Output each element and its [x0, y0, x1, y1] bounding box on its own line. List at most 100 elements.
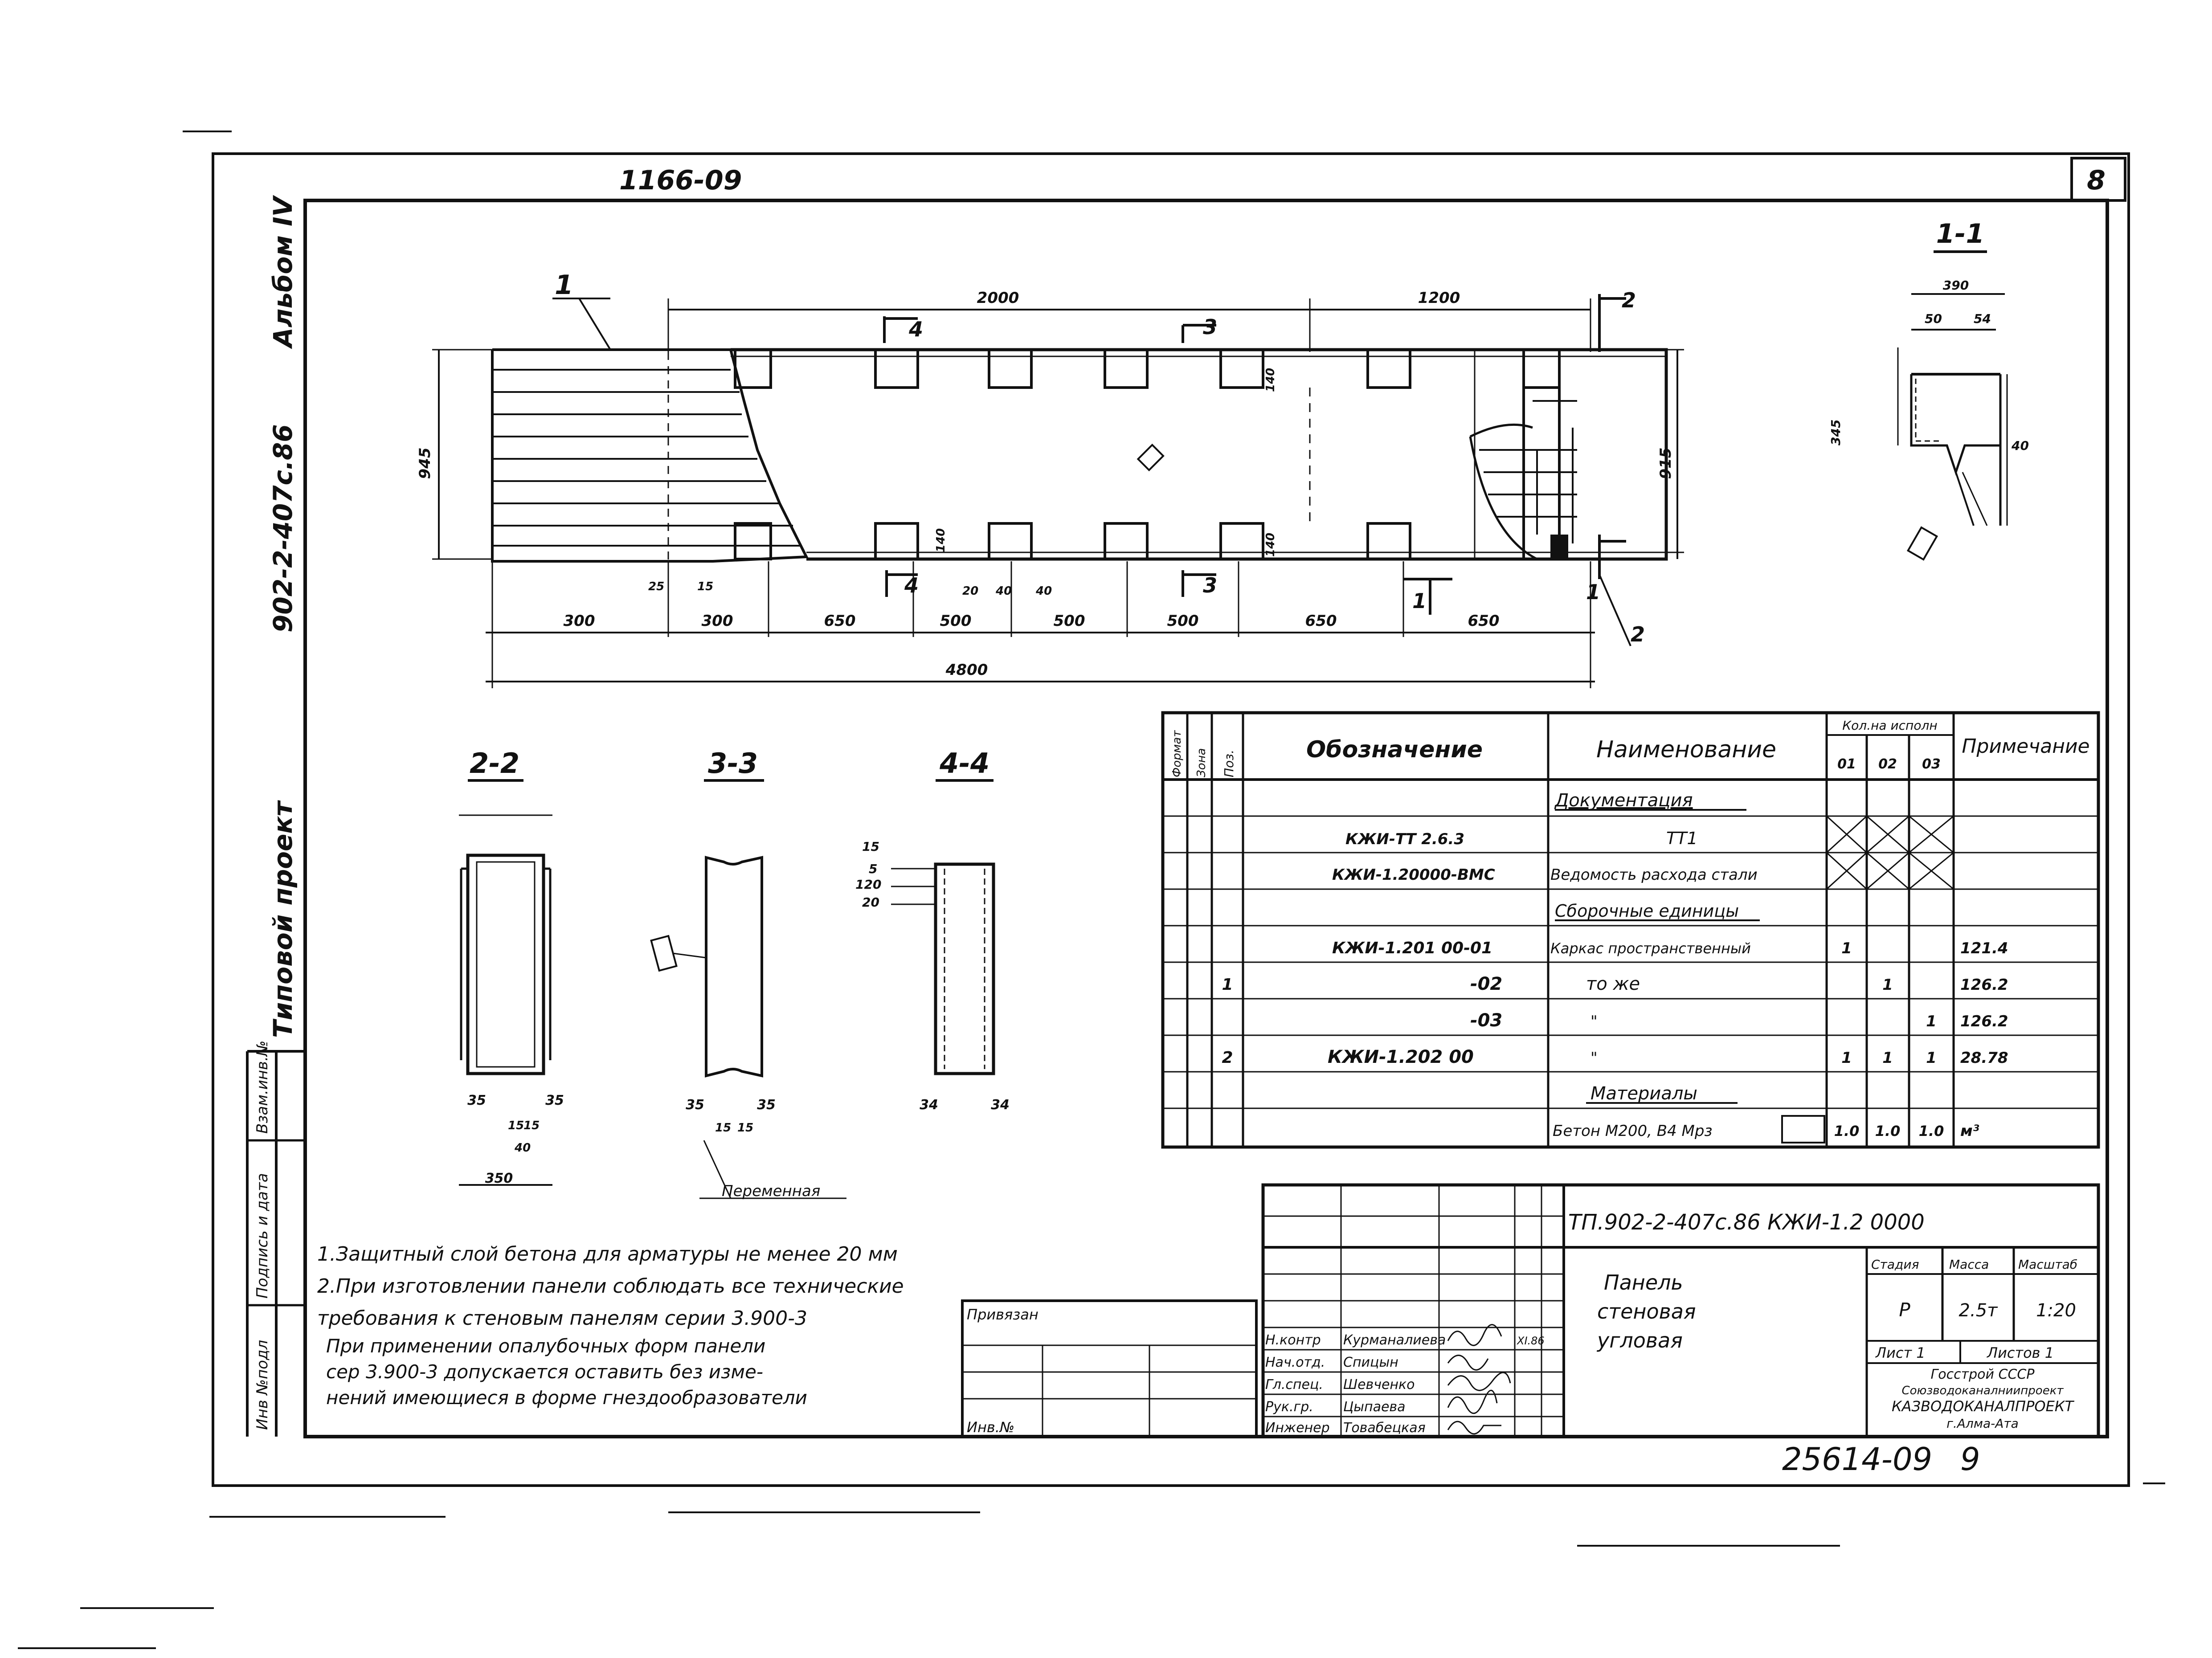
spec-row-3: Сборочные единицы [1555, 901, 1760, 921]
s22-dim-40: 40 [514, 1141, 531, 1155]
side-stamp: Инв №подл Подпись и дата Взам.инв.№ Типо… [246, 195, 305, 1437]
spec-row-designation: -03 [1470, 1010, 1502, 1031]
spec-row-note: 126.2 [1960, 976, 2008, 994]
spec-row-8: Материалы [1586, 1083, 1738, 1104]
signature-scribble-3 [1447, 1372, 1511, 1391]
dim-small-8: 140 [934, 528, 948, 552]
top-nests [734, 348, 1561, 389]
spec-row-name: то же [1586, 974, 1640, 994]
spec-row-9: Бетон М200, В4 Мрз 1.0 1.0 1.0 м³ [1553, 1115, 1979, 1143]
spec-header-qty-01: 01 [1837, 756, 1856, 772]
sheet-number-box [2070, 157, 2126, 202]
role-5: Инженер [1265, 1420, 1330, 1436]
album-code: 902-2-407с.86 [268, 424, 298, 633]
panel-elevation: 2000 1200 945 915 300 300 650 500 500 50… [416, 270, 1684, 688]
dim-bottom-1: 300 [564, 612, 595, 630]
spec-row-note: 126.2 [1960, 1013, 2008, 1030]
dim-small-2: 15 [697, 580, 713, 593]
dim-small-7: 140 [1264, 533, 1277, 557]
scan-marks [18, 131, 2165, 1649]
dimension-lines [432, 298, 1684, 688]
signature-scribble-5 [1447, 1421, 1501, 1435]
org-line-2: Союзводоканалниипроект [1901, 1384, 2064, 1397]
role-1: Н.контр [1265, 1332, 1321, 1348]
callout-2-top: 2 [1622, 288, 1636, 312]
section-3-3-title: 3-3 [708, 747, 758, 780]
spec-row-name: Каркас пространственный [1550, 940, 1751, 957]
spec-row-name: " [1591, 1049, 1598, 1067]
spec-row-q3: 1 [1926, 1049, 1937, 1067]
s33-dim-35b: 35 [757, 1097, 776, 1113]
sheets-label: Листов 1 [1987, 1344, 2054, 1361]
bottom-nests [734, 522, 1411, 560]
name-2: Спицын [1343, 1355, 1398, 1370]
outer-frame [212, 152, 2130, 1487]
s22-dim-350: 350 [485, 1171, 513, 1186]
spec-row-designation: КЖИ-1.20000-ВМС [1332, 866, 1495, 884]
inv-label: Инв.№ [967, 1419, 1014, 1436]
role-2: Нач.отд. [1265, 1355, 1325, 1370]
spec-row-q1: 1 [1841, 939, 1852, 957]
callout-1-cut-b: 1 [1586, 580, 1600, 604]
dim-small-4: 40 [995, 584, 1012, 598]
spec-row-name: Сборочные единицы [1555, 901, 1739, 921]
s22-dim-35b: 35 [545, 1093, 564, 1108]
callout-3-bottom: 3 [1203, 573, 1217, 597]
dim-overall: 4800 [945, 661, 988, 679]
project-label: Типовой проект [268, 800, 298, 1038]
spec-header-note: Примечание [1962, 735, 2089, 758]
s22-dim-15a: 15 [508, 1119, 524, 1132]
stamp-cell-zam: Взам.инв.№ [254, 1041, 271, 1134]
dim-top-1200: 1200 [1418, 289, 1460, 307]
crossed-cells [1826, 815, 1954, 890]
name-4: Цыпаева [1343, 1399, 1406, 1415]
spec-row-7: 2 КЖИ-1.202 00 " 1 1 1 28.78 [1222, 1047, 2008, 1067]
date-1: XI.86 [1516, 1335, 1545, 1347]
callout-2-bottom: 2 [1631, 622, 1645, 646]
sheet-number: 8 [2087, 165, 2106, 196]
album-number: Альбом IV [268, 195, 298, 349]
callout-1: 1 [555, 270, 573, 301]
spec-row-6: -03 " 1 126.2 [1470, 1010, 2008, 1031]
mass-value: 2.5т [1959, 1300, 1999, 1321]
spec-row-1: КЖИ-ТТ 2.6.3 ТТ1 [1345, 829, 1698, 848]
note-line-4: При применении опалубочных форм панели [326, 1335, 765, 1357]
s11-dim-50: 50 [1925, 311, 1942, 326]
bottom-code: 25614-09 [1782, 1441, 1932, 1478]
spec-row-q2: 1.0 [1875, 1123, 1901, 1139]
s44-dim-5: 5 [869, 862, 877, 876]
spec-header-pos: Поз. [1222, 750, 1236, 777]
spec-row-5: 1 -02 то же 1 126.2 [1222, 974, 2008, 994]
spec-row-name: Бетон М200, В4 Мрз [1553, 1122, 1713, 1140]
bottom-page: 9 [1960, 1441, 1980, 1478]
stamp-cell-sign: Подпись и дата [254, 1173, 271, 1299]
spec-row-q3: 1.0 [1919, 1123, 1944, 1139]
rebar-cutaway [1469, 388, 1577, 560]
section-4-4: 4-4 15 5 120 20 34 34 [855, 747, 1010, 1113]
dim-bottom-8: 650 [1468, 612, 1500, 630]
org-line-3: КАЗВОДОКАНАЛПРОЕКТ [1892, 1398, 2075, 1415]
s11-dim-54: 54 [1974, 311, 1991, 326]
spec-row-name: ТТ1 [1666, 829, 1698, 848]
section-4-4-title: 4-4 [939, 747, 989, 780]
s44-dim-15: 15 [862, 839, 879, 854]
sheet-label: Лист 1 [1875, 1344, 1926, 1361]
section-2-2-title: 2-2 [470, 747, 519, 780]
s33-note: Переменная [722, 1182, 820, 1200]
scale-value: 1:20 [2036, 1300, 2076, 1321]
section-1-1: 1-1 390 50 54 345 40 [1828, 218, 2029, 561]
spec-row-designation: КЖИ-ТТ 2.6.3 [1345, 830, 1464, 848]
org-line-1: Госстрой СССР [1931, 1367, 2035, 1382]
spec-row-name: Материалы [1591, 1083, 1697, 1104]
s11-dim-345: 345 [1828, 420, 1843, 445]
spec-row-note: 121.4 [1960, 939, 2008, 957]
s11-dim-40: 40 [2011, 438, 2029, 453]
top-code: 1166-09 [619, 165, 742, 196]
spec-row-note: 28.78 [1960, 1049, 2008, 1067]
note-line-5: сер 3.900-3 допускается оставить без изм… [326, 1361, 763, 1383]
notes: 1.Защитный слой бетона для арматуры не м… [317, 1243, 904, 1409]
spec-header-qty-group: Кол.на исполн [1842, 718, 1937, 733]
spec-row-note: м³ [1960, 1122, 1979, 1140]
dim-small-1: 25 [648, 580, 664, 593]
